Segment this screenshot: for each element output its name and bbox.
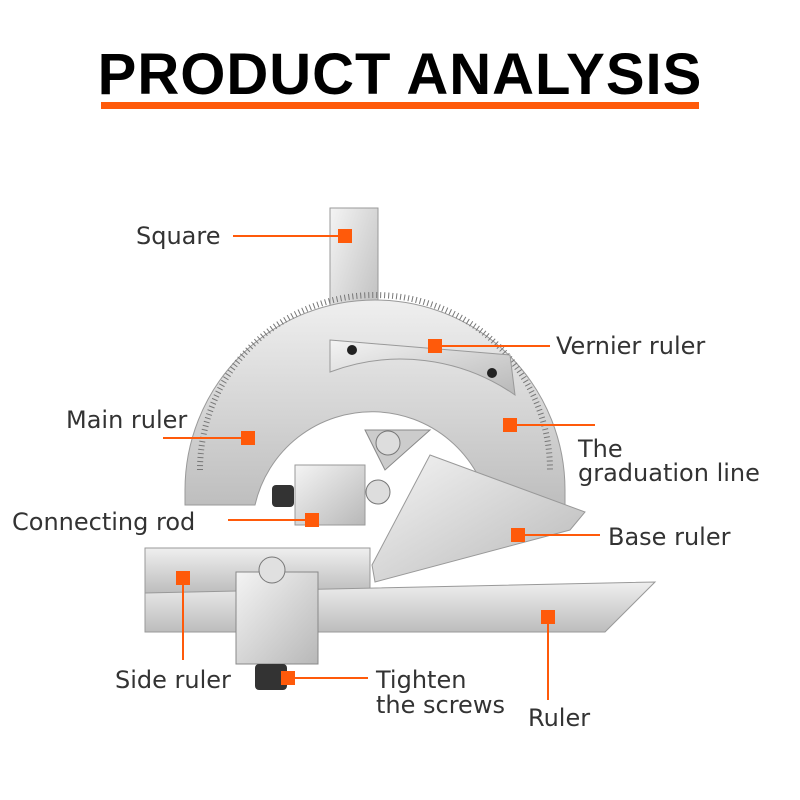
- label-connecting-rod: Connecting rod: [12, 508, 196, 536]
- graduation-ticks: [197, 292, 553, 471]
- label-base-ruler: Base ruler: [608, 523, 731, 551]
- page-title: PRODUCT ANALYSIS: [97, 42, 703, 107]
- label-ruler: Ruler: [528, 704, 591, 732]
- leader-lines: [163, 229, 600, 700]
- base-ruler-blade: [371, 454, 586, 583]
- label-square: Square: [136, 222, 221, 250]
- center-screw: [375, 430, 401, 456]
- main-ruler-arc: [184, 299, 566, 511]
- label-main-ruler: Main ruler: [66, 406, 188, 434]
- tighten-screw: [255, 664, 287, 690]
- vernier-plate: [329, 339, 516, 397]
- label-vernier-ruler: Vernier ruler: [556, 332, 706, 360]
- label-tighten-2: the screws: [376, 691, 505, 719]
- clamp-block: [235, 571, 319, 665]
- title-underline: [101, 102, 699, 109]
- label-graduation-line-2: graduation line: [578, 459, 760, 487]
- label-side-ruler: Side ruler: [115, 666, 231, 694]
- label-graduation-line-1: The: [578, 435, 623, 463]
- label-tighten-1: Tighten: [376, 666, 467, 694]
